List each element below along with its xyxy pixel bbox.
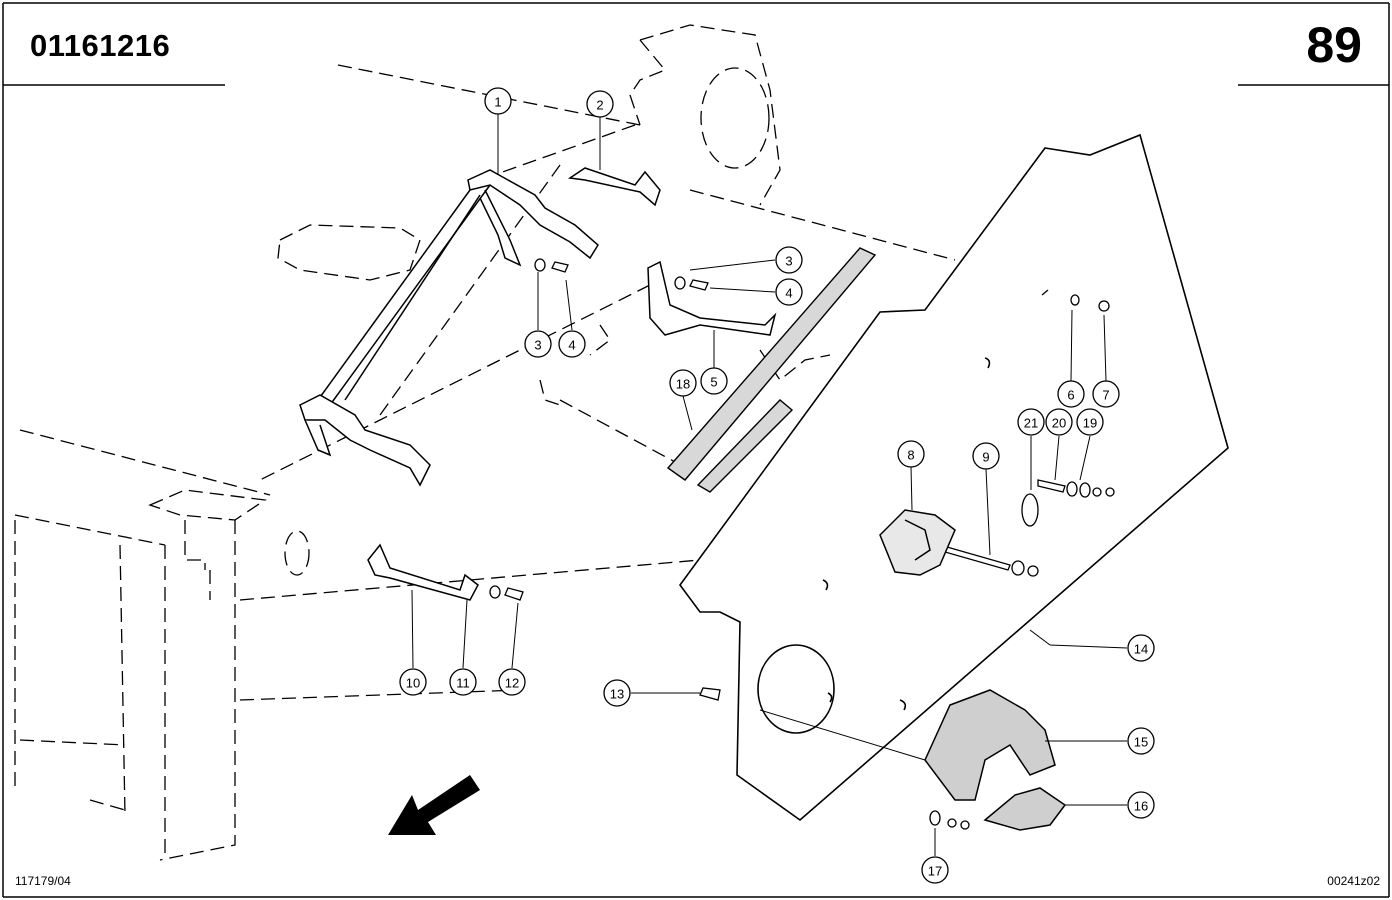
callout-label: 19: [1083, 416, 1097, 431]
callout-circle: [1127, 791, 1155, 819]
side-panel-14: [679, 133, 1229, 822]
callout-circle: [586, 90, 614, 118]
callout-17: 17: [921, 856, 949, 884]
bracket-2: [567, 167, 661, 207]
callout-6: 6: [1057, 380, 1085, 408]
callout-12: 12: [498, 668, 526, 696]
callout-circle: [1057, 380, 1085, 408]
callout-5: 5: [700, 367, 728, 395]
callout-circle: [1127, 634, 1155, 662]
callout-circle: [669, 369, 697, 397]
callout-label: 20: [1052, 416, 1066, 431]
callout-4: 4: [558, 330, 586, 358]
callout-circle: [484, 87, 512, 115]
callout-13: 13: [603, 679, 631, 707]
machine-frame-dashed: [14, 24, 956, 861]
callout-circle: [498, 668, 526, 696]
callout-label: 7: [1102, 388, 1109, 403]
callout-16: 16: [1127, 791, 1155, 819]
callout-1: 1: [484, 87, 512, 115]
bracket-10: [367, 543, 479, 601]
callout-circle: [1017, 408, 1045, 436]
strip-18: [666, 247, 877, 493]
callout-label: 12: [505, 676, 519, 691]
callout-label: 2: [596, 98, 603, 113]
callout-circle: [1076, 408, 1104, 436]
page-number: 89: [1306, 17, 1362, 73]
callout-label: 11: [456, 676, 470, 691]
bracket-1: [299, 169, 599, 487]
callout-20: 20: [1045, 408, 1073, 436]
callout-label: 4: [785, 286, 792, 301]
callout-21: 21: [1017, 408, 1045, 436]
callout-11: 11: [449, 668, 477, 696]
callout-2: 2: [586, 90, 614, 118]
callout-8: 8: [897, 440, 925, 468]
direction-arrow: [388, 775, 480, 835]
callout-label: 16: [1134, 799, 1148, 814]
callout-circle: [921, 856, 949, 884]
fasteners: [489, 258, 1115, 830]
callout-15: 15: [1127, 727, 1155, 755]
drawing-reference-left: 117179/04: [15, 874, 71, 888]
callout-label: 9: [982, 450, 989, 465]
callout-circle: [449, 668, 477, 696]
callout-label: 3: [534, 338, 541, 353]
callout-circle: [1045, 408, 1073, 436]
callout-label: 1: [494, 95, 501, 110]
shield-16: [983, 787, 1067, 831]
callout-circle: [603, 679, 631, 707]
callout-label: 8: [907, 448, 914, 463]
callout-circle: [897, 440, 925, 468]
callout-10: 10: [399, 668, 427, 696]
callout-18: 18: [669, 369, 697, 397]
bracket-5: [647, 260, 777, 336]
callout-label: 15: [1134, 735, 1148, 750]
leader-lines: [411, 113, 1128, 856]
callout-circle: [775, 278, 803, 306]
part-number: 01161216: [30, 28, 171, 63]
callout-circle: [558, 330, 586, 358]
callout-circle: [700, 367, 728, 395]
callout-label: 18: [676, 377, 690, 392]
callout-circle: [399, 668, 427, 696]
callout-circle: [524, 330, 552, 358]
callout-7: 7: [1092, 380, 1120, 408]
callout-19: 19: [1076, 408, 1104, 436]
shield-15: [924, 689, 1056, 801]
callout-9: 9: [972, 442, 1000, 470]
callout-label: 17: [928, 864, 942, 879]
callout-label: 6: [1067, 388, 1074, 403]
callout-circle: [775, 246, 803, 274]
guard-8: [879, 509, 956, 576]
callout-label: 3: [785, 254, 792, 269]
callout-3: 3: [775, 246, 803, 274]
callout-14: 14: [1127, 634, 1155, 662]
drawing-reference-right: 00241z02: [1327, 874, 1380, 888]
callout-label: 5: [710, 375, 717, 390]
callout-label: 21: [1024, 416, 1038, 431]
callout-label: 4: [568, 338, 575, 353]
callout-circle: [1127, 727, 1155, 755]
callout-label: 13: [610, 687, 624, 702]
callout-4: 4: [775, 278, 803, 306]
callout-circle: [972, 442, 1000, 470]
callout-label: 10: [406, 676, 420, 691]
callout-3: 3: [524, 330, 552, 358]
callout-label: 14: [1134, 642, 1148, 657]
callout-circle: [1092, 380, 1120, 408]
